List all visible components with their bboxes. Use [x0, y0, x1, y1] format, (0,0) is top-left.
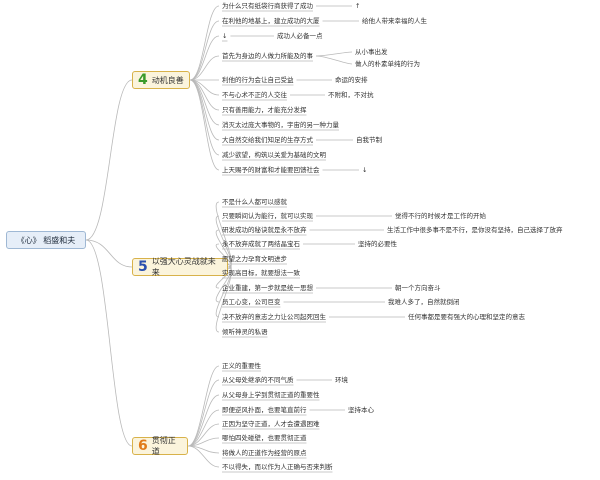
- subleaf-1-2-0[interactable]: 生活工作中很多事不是不行，是你没有坚持，自己选择了放弃: [387, 226, 563, 234]
- subleaf-1-7-0[interactable]: 我难人多了，自然就倒闭: [388, 298, 460, 306]
- branch2-link-2: [187, 394, 220, 447]
- branch2-link-5: [187, 437, 220, 447]
- subleaf-0-10-0[interactable]: ↓: [362, 166, 368, 174]
- leaf-2-1[interactable]: 从父母处继承的不同气质: [222, 376, 294, 384]
- subleaf-2-1-0[interactable]: 环境: [335, 376, 348, 384]
- branch1-link-3: [215, 243, 232, 268]
- branch-node-5[interactable]: 5 以强大心灵战就未来: [132, 257, 228, 277]
- branch0-link-2: [189, 35, 220, 81]
- branch2-link-0: [187, 365, 220, 447]
- leaf-2-5[interactable]: 哪怕四处碰壁，也要贯彻正道: [222, 434, 307, 442]
- sub-link-0-3-0: [315, 51, 353, 57]
- subleaf-1-3-0[interactable]: 坚持的必要性: [358, 240, 397, 248]
- leaf-1-3[interactable]: 永不放弃成就了两结晶宝石: [222, 240, 300, 248]
- subleaf-0-3-1[interactable]: 做人的朴素单纯的行为: [355, 60, 420, 68]
- branch-node-4[interactable]: 4 动机良善: [132, 71, 190, 89]
- subleaf-0-2-0[interactable]: 成功人必备一点: [277, 32, 323, 40]
- subleaf-1-6-0[interactable]: 朝一个方向奋斗: [395, 284, 441, 292]
- leaf-2-0[interactable]: 正义的重要性: [222, 362, 261, 370]
- leaf-1-6[interactable]: 企业重建，第一步就是统一思想: [222, 284, 313, 292]
- leaf-0-3[interactable]: 首先为身边的人做力所能及的事: [222, 52, 313, 60]
- subleaf-0-4-0[interactable]: 命运的安排: [335, 76, 368, 84]
- branch0-link-3: [189, 55, 220, 81]
- leaf-0-1[interactable]: 在利他的地基上，建立成功的大厦: [222, 17, 320, 25]
- subleaf-1-1-0[interactable]: 觉得不行的时候才是工作的开始: [395, 212, 486, 220]
- leaf-0-5[interactable]: 不与心术不正的人交往: [222, 91, 287, 99]
- leaf-0-10[interactable]: 上天赐予的财富和才能要回馈社会: [222, 166, 320, 174]
- leaf-0-2[interactable]: ↓: [222, 32, 228, 40]
- branch2-link-3: [187, 409, 220, 447]
- branch0-link-10: [189, 79, 220, 171]
- branch-number-4: 4: [138, 72, 148, 88]
- subleaf-0-1-0[interactable]: 给他人带来幸福的人生: [362, 17, 427, 25]
- branch0-link-8: [189, 79, 220, 141]
- root-link-2: [85, 239, 133, 447]
- leaf-1-5[interactable]: 实现高目标，就要想法一致: [222, 269, 300, 277]
- leaf-1-0[interactable]: 不是什么人都可以感就: [222, 198, 287, 206]
- branch2-link-7: [187, 445, 220, 468]
- subleaf-0-8-0[interactable]: 自我节制: [356, 136, 382, 144]
- subleaf-2-3-0[interactable]: 坚持本心: [348, 406, 374, 414]
- leaf-1-2[interactable]: 研发成功的秘诀就是永不放弃: [222, 226, 307, 234]
- branch2-link-4: [187, 423, 220, 447]
- leaf-0-4[interactable]: 利他的行为会让自己受益: [222, 76, 294, 84]
- leaf-2-4[interactable]: 正因为坚守正道，人才会遭遇困难: [222, 420, 320, 428]
- subleaf-1-8-0[interactable]: 任何事都是要有强大的心理和坚定的意志: [408, 313, 525, 321]
- branch-label-6: 贯彻正道: [151, 436, 176, 456]
- branch0-link-9: [189, 79, 220, 156]
- branch0-link-1: [189, 20, 220, 81]
- leaf-0-6[interactable]: 只有善用能力，才能充分发挥: [222, 106, 307, 114]
- subleaf-0-0-0[interactable]: ↑: [355, 2, 361, 10]
- subleaf-0-3-0[interactable]: 从小事出发: [355, 48, 388, 56]
- branch-label-4: 动机良善: [151, 75, 184, 85]
- branch-node-6[interactable]: 6 贯彻正道: [132, 436, 188, 456]
- branch1-link-9: [215, 266, 232, 333]
- leaf-2-2[interactable]: 从父母身上学到贯彻正道的重要性: [222, 391, 320, 399]
- leaf-1-8[interactable]: 决不放弃的意志之力让公司起死回生: [222, 313, 326, 321]
- root-link-1: [85, 239, 133, 268]
- branch-label-5: 以强大心灵战就未来: [151, 257, 216, 277]
- branch-number-5: 5: [138, 259, 148, 275]
- leaf-2-7[interactable]: 不以得失，而以作为人正确与否来判断: [222, 463, 333, 471]
- leaf-1-7[interactable]: 员工心变，公司巨变: [222, 298, 281, 306]
- leaf-0-9[interactable]: 减少欲望，构筑以关爱为基础的文明: [222, 151, 326, 159]
- leaf-0-8[interactable]: 大自然交给我们知足的生存方式: [222, 136, 313, 144]
- root-node[interactable]: 《心》 稻盛和夫: [6, 231, 86, 249]
- leaf-1-1[interactable]: 只要瞬间认为能行，就可以实现: [222, 212, 313, 220]
- leaf-0-0[interactable]: 为什么只有纸袋行商获得了成功: [222, 2, 313, 10]
- branch0-link-6: [189, 79, 220, 111]
- leaf-1-9[interactable]: 倾听神灵的私语: [222, 328, 268, 336]
- leaf-0-7[interactable]: 消灭太过庞大事物的，宇宙的另一种力量: [222, 121, 339, 129]
- leaf-1-4[interactable]: 愿望之力孕育文明进步: [222, 255, 287, 263]
- branch-number-6: 6: [138, 438, 148, 454]
- root-link-0: [85, 79, 133, 241]
- leaf-2-6[interactable]: 将做人的正道作为经营的原点: [222, 449, 307, 457]
- branch0-link-0: [189, 5, 220, 81]
- leaf-2-3[interactable]: 即便逆风扑面，也要笔直前行: [222, 406, 307, 414]
- sub-link-0-3-1: [315, 55, 353, 65]
- subleaf-0-5-0[interactable]: 不附和，不对抗: [328, 91, 374, 99]
- root-label: 《心》 稻盛和夫: [16, 235, 76, 245]
